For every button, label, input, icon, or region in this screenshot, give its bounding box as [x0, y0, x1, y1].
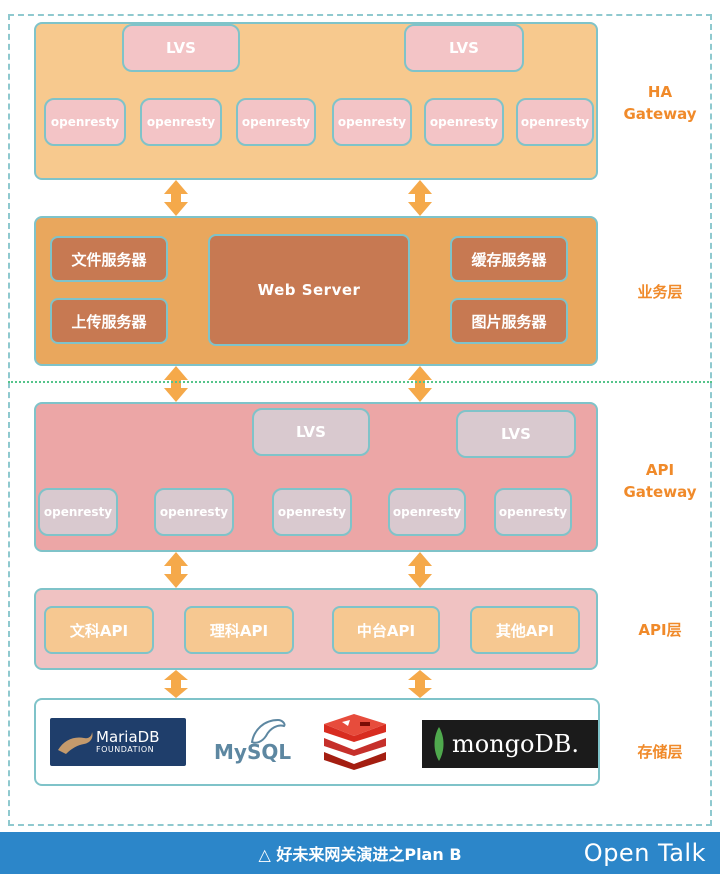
- middle-platform-api: 中台API: [332, 606, 440, 654]
- mariadb-text: MariaDB: [96, 728, 160, 746]
- api-openresty-1: openresty: [38, 488, 118, 536]
- layer-arrows: [164, 180, 432, 698]
- image-server-label: 图片服务器: [471, 312, 547, 331]
- ha-lvs-right-label: LVS: [449, 39, 479, 57]
- liberal-arts-api: 文科API: [44, 606, 154, 654]
- mariadb-foundation-text: FOUNDATION: [96, 745, 155, 754]
- api-openresty-5: openresty: [494, 488, 572, 536]
- ha-label-line1: HA: [647, 83, 673, 101]
- image-server: 图片服务器: [450, 298, 568, 344]
- ha-openresty-6: openresty: [516, 98, 594, 146]
- ha-openresty-3: openresty: [236, 98, 316, 146]
- node-label: openresty: [159, 505, 229, 519]
- node-label: openresty: [241, 115, 311, 129]
- node-label: openresty: [498, 505, 568, 519]
- ha-label-line2: Gateway: [623, 105, 697, 123]
- node-label: openresty: [50, 115, 120, 129]
- open-talk-brand: Open Talk: [583, 839, 706, 867]
- api-item-label: 中台API: [356, 621, 416, 640]
- api-item-label: 其他API: [495, 621, 555, 640]
- api-openresty-2: openresty: [154, 488, 234, 536]
- ha-openresty-1: openresty: [44, 98, 126, 146]
- api-lvs-left-label: LVS: [296, 423, 326, 441]
- green-dotted-divider: [8, 381, 712, 383]
- ha-gateway-label: HA Gateway: [608, 78, 712, 128]
- api-item-label: 文科API: [69, 621, 129, 640]
- api-layer-label: API层: [608, 618, 712, 642]
- mongodb-logo: mongoDB.: [422, 720, 598, 768]
- ha-openresty-5: openresty: [424, 98, 504, 146]
- web-server-label: Web Server: [257, 281, 361, 299]
- file-server-label: 文件服务器: [71, 250, 147, 269]
- ha-lvs-left: LVS: [122, 24, 240, 72]
- mongodb-text: mongoDB.: [452, 730, 579, 758]
- api-openresty-3: openresty: [272, 488, 352, 536]
- api-label-line1: API: [645, 461, 675, 479]
- ha-lvs-right: LVS: [404, 24, 524, 72]
- outer-dashed-frame: [8, 14, 712, 826]
- api-lvs-left: LVS: [252, 408, 370, 456]
- api-label-line2: Gateway: [623, 483, 697, 501]
- footer-bar: △ 好未来网关演进之Plan B Open Talk: [0, 832, 720, 874]
- upload-server: 上传服务器: [50, 298, 168, 344]
- node-label: openresty: [277, 505, 347, 519]
- redis-logo: [320, 712, 390, 770]
- cache-server-label: 缓存服务器: [471, 250, 547, 269]
- footer-caption: △ 好未来网关演进之Plan B: [258, 845, 462, 864]
- cache-server: 缓存服务器: [450, 236, 568, 282]
- node-label: openresty: [337, 115, 407, 129]
- mariadb-logo: MariaDB FOUNDATION: [50, 718, 186, 766]
- business-layer-label: 业务层: [608, 280, 712, 304]
- storage-label-text: 存储层: [637, 743, 683, 761]
- file-server: 文件服务器: [50, 236, 168, 282]
- seal-icon: [58, 732, 93, 754]
- dolphin-icon: [250, 718, 286, 744]
- upload-server-label: 上传服务器: [71, 312, 147, 331]
- ha-openresty-2: openresty: [140, 98, 222, 146]
- node-label: openresty: [43, 505, 113, 519]
- business-label-text: 业务层: [637, 283, 683, 301]
- node-label: openresty: [146, 115, 216, 129]
- node-label: openresty: [392, 505, 462, 519]
- api-lvs-right: LVS: [456, 410, 576, 458]
- other-api: 其他API: [470, 606, 580, 654]
- science-api: 理科API: [184, 606, 294, 654]
- api-gateway-label: API Gateway: [608, 456, 712, 506]
- api-openresty-4: openresty: [388, 488, 466, 536]
- ha-openresty-4: openresty: [332, 98, 412, 146]
- api-lvs-right-label: LVS: [501, 425, 531, 443]
- mysql-text: MySQL: [214, 740, 292, 764]
- redis-cube-icon: [324, 714, 386, 770]
- api-item-label: 理科API: [209, 621, 269, 640]
- node-label: openresty: [520, 115, 590, 129]
- ha-lvs-left-label: LVS: [166, 39, 196, 57]
- node-label: openresty: [429, 115, 499, 129]
- mysql-logo: MySQL: [212, 714, 292, 770]
- web-server: Web Server: [208, 234, 410, 346]
- api-layer-label-text: API层: [638, 621, 682, 639]
- storage-layer-label: 存储层: [608, 740, 712, 764]
- leaf-icon: [434, 727, 444, 761]
